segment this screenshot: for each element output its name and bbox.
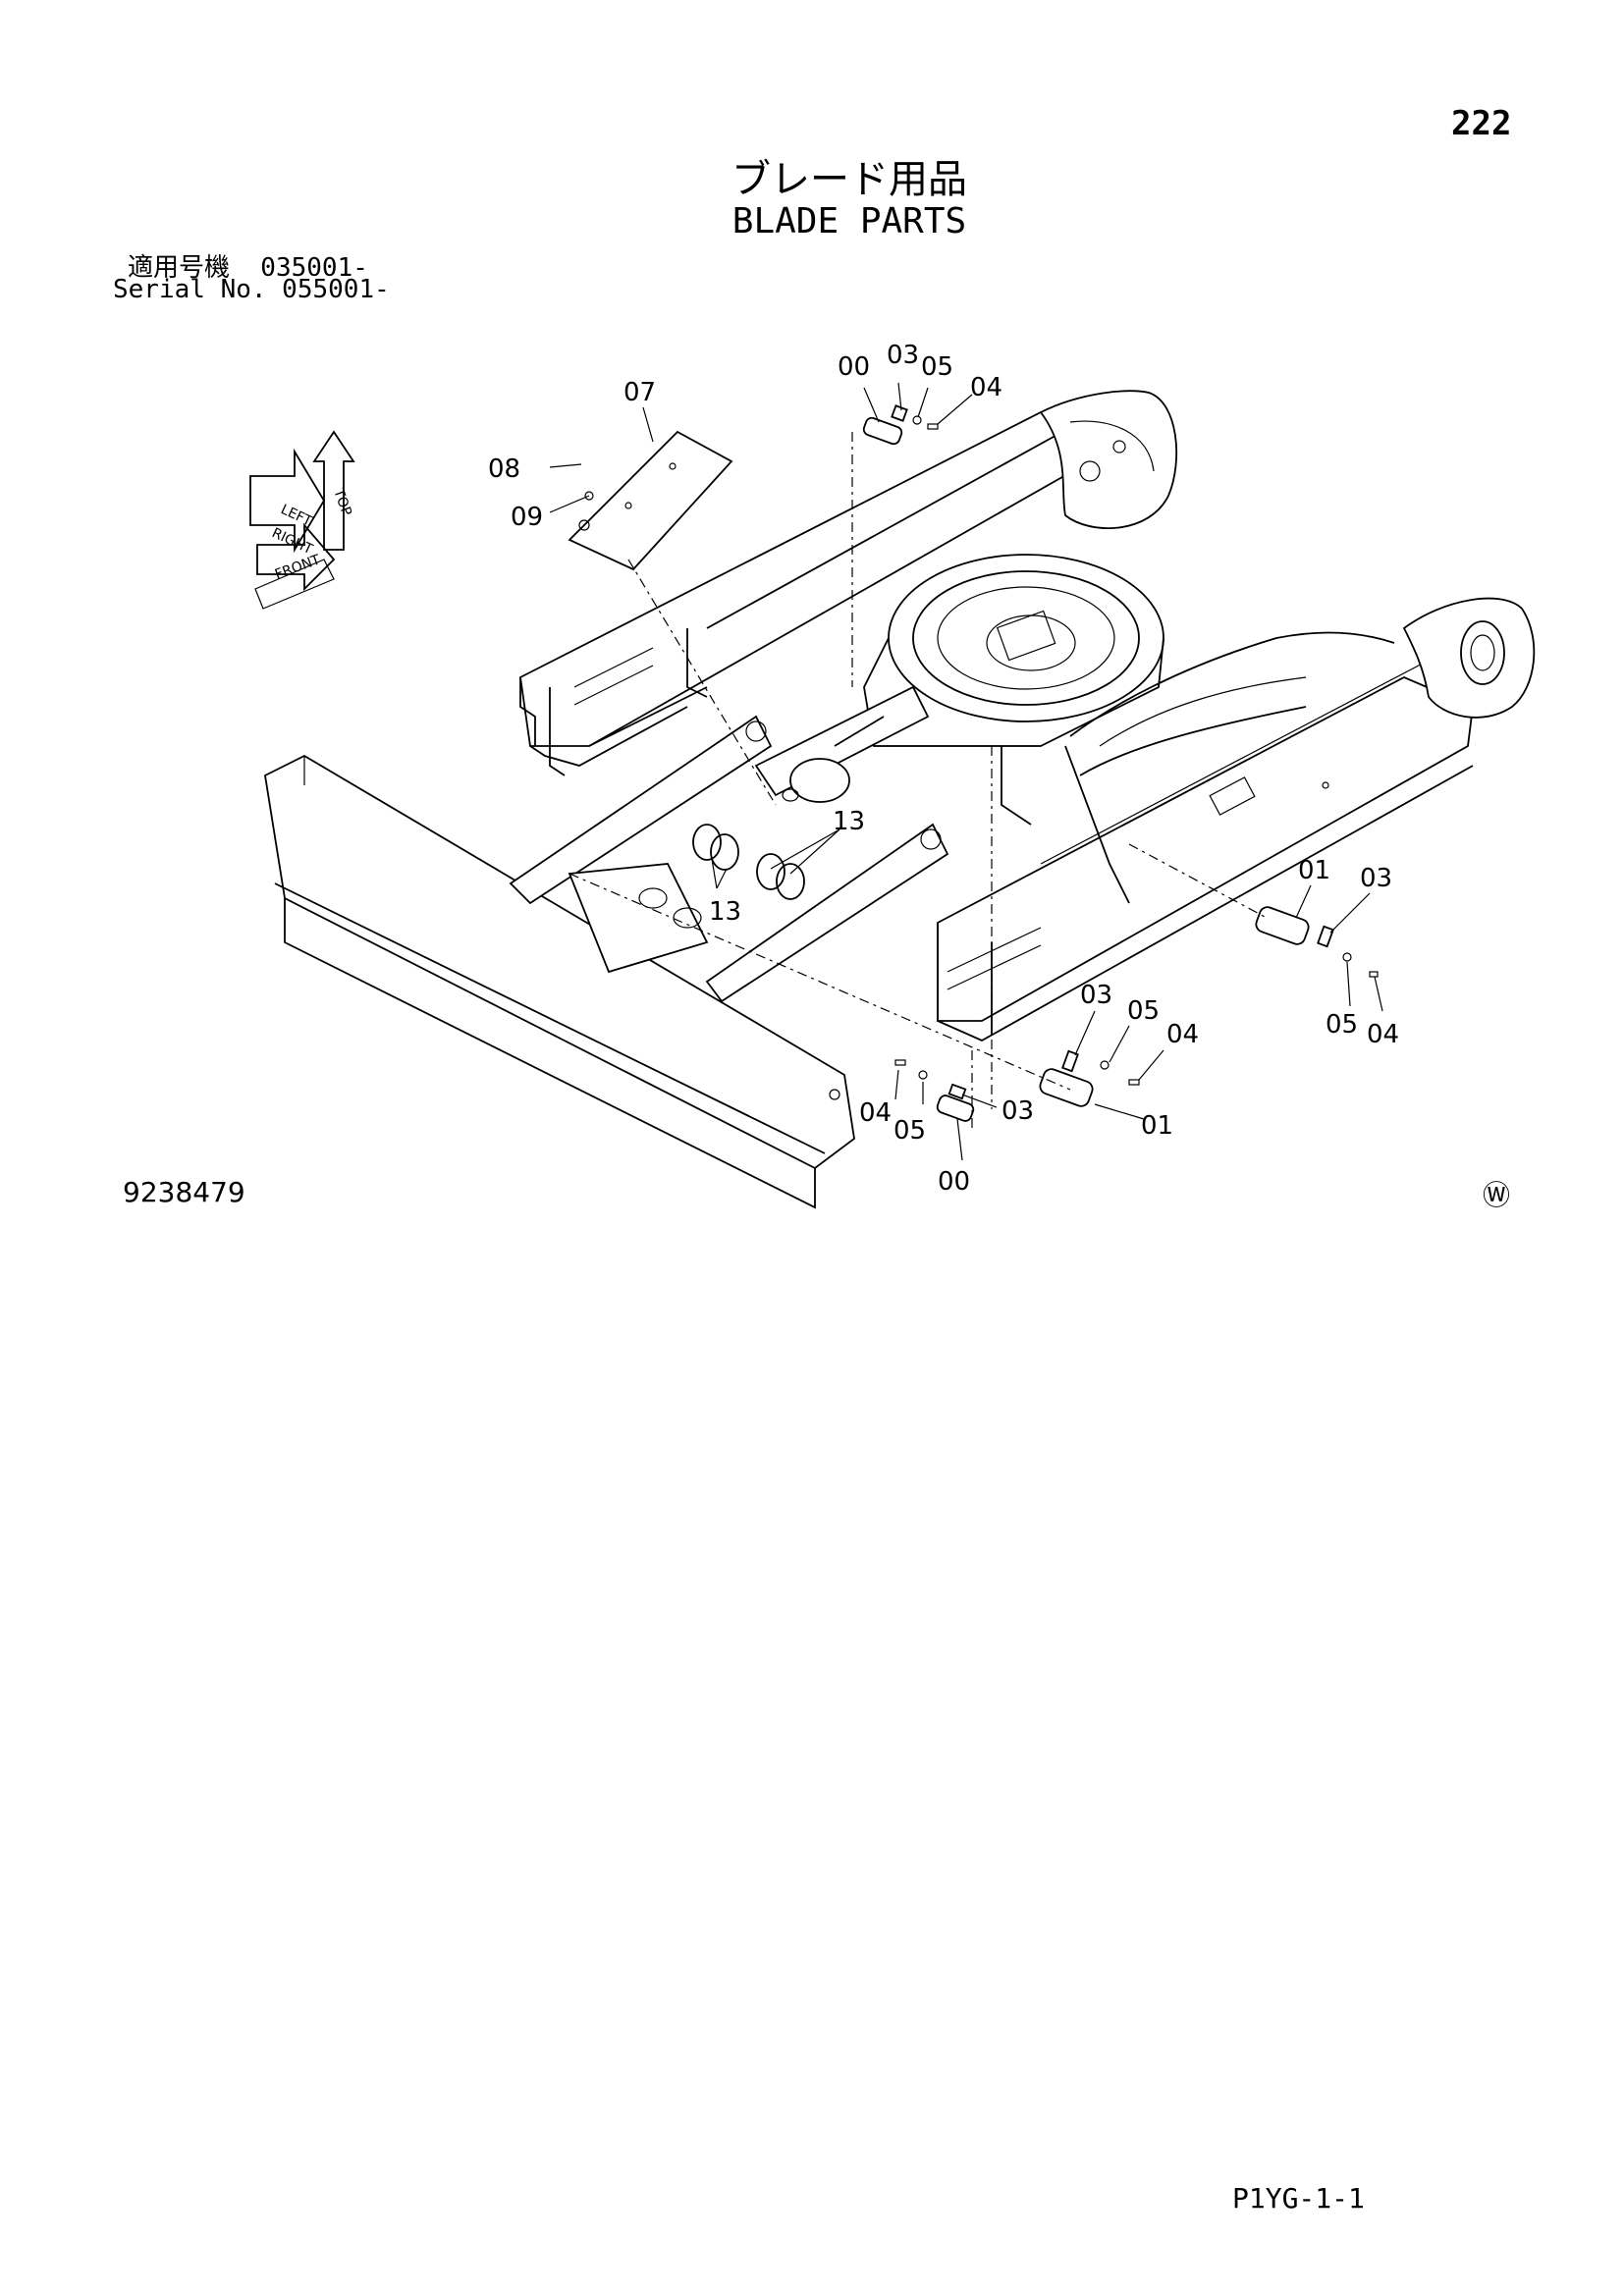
- page-title-japanese: ブレード用品: [731, 157, 967, 202]
- washer-set: [692, 824, 805, 900]
- page-title-english: BLADE PARTS: [731, 201, 967, 241]
- orientation-indicator: LEFT RIGHT TOP FRONT: [249, 430, 355, 610]
- callouts: 00 03 05 04 07 08 09 13 13 01 03 05 04 0…: [488, 341, 1399, 1197]
- callout-00-top: 00: [838, 352, 870, 382]
- callout-05-bottom: 05: [893, 1116, 926, 1146]
- serial-range-english: Serial No. 055001-: [113, 275, 390, 304]
- swing-bearing: [863, 554, 1164, 747]
- callout-00-bottom: 00: [938, 1167, 970, 1197]
- callout-03-bottom: 03: [1001, 1096, 1034, 1126]
- pin-bottom: [894, 1059, 975, 1122]
- watermark-w-icon: Ⓦ: [1483, 1179, 1511, 1211]
- page-code: P1YG-1-1: [1232, 2182, 1365, 2215]
- pin-right: [1255, 906, 1379, 978]
- pin-mid: [1039, 1049, 1140, 1107]
- orientation-label-top: TOP: [330, 486, 354, 518]
- callout-01-mid: 01: [1141, 1111, 1173, 1141]
- callout-13-a: 13: [833, 807, 865, 836]
- assembly-lines: [568, 432, 1268, 1129]
- pin-top: [862, 404, 939, 446]
- callout-04-bottom: 04: [859, 1098, 892, 1128]
- callout-13-b: 13: [709, 897, 741, 927]
- front-idler-right: [1402, 597, 1536, 719]
- callout-05-right: 05: [1326, 1010, 1358, 1040]
- blade-cylinder: [754, 685, 930, 803]
- cover-plate: [568, 430, 733, 571]
- callout-09: 09: [511, 503, 543, 532]
- callout-05-mid: 05: [1127, 996, 1160, 1026]
- callout-07: 07: [623, 378, 656, 407]
- page-number: 222: [1451, 104, 1512, 143]
- center-frame: [1001, 631, 1395, 904]
- callout-08: 08: [488, 454, 520, 484]
- callout-04-right: 04: [1367, 1020, 1399, 1049]
- right-track-frame: [937, 657, 1474, 1042]
- callout-03-top: 03: [887, 341, 919, 370]
- front-idler-top: [1039, 390, 1178, 530]
- callout-05-top: 05: [921, 352, 953, 382]
- serial-range-japanese: 適用号機 035001-: [128, 253, 368, 283]
- dozer-blade: [264, 754, 855, 1209]
- leader-lines: [549, 382, 1383, 1161]
- callout-01-right: 01: [1298, 856, 1330, 885]
- callout-03-right: 03: [1360, 864, 1392, 893]
- callout-04-top: 04: [970, 373, 1002, 402]
- callout-03-mid: 03: [1080, 981, 1112, 1010]
- blade-arms: [509, 715, 949, 1003]
- callout-04-mid: 04: [1166, 1020, 1199, 1049]
- drawing-number: 9238479: [123, 1176, 245, 1208]
